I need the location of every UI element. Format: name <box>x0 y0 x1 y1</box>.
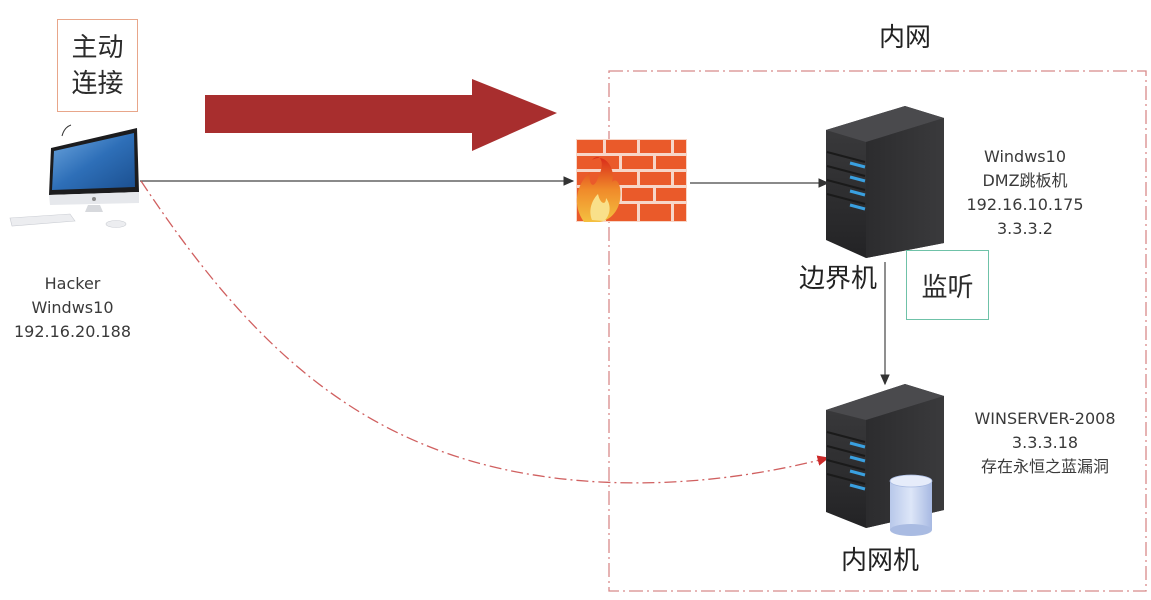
desktop-computer-icon <box>9 124 139 228</box>
border-host-ip-internal: 3.3.3.2 <box>997 219 1053 238</box>
border-host-title: 边界机 <box>798 264 877 294</box>
hacker-role: Hacker <box>44 274 101 293</box>
server-tower-icon <box>826 106 944 258</box>
active-connect-box: 主动 连接 <box>57 19 138 112</box>
hacker-info: Hacker Windws10 192.16.20.188 <box>0 272 145 344</box>
internal-host-title: 内网机 <box>840 546 919 576</box>
listen-box: 监听 <box>906 250 989 320</box>
border-host-ip-external: 192.16.10.175 <box>966 195 1084 214</box>
internal-host-vuln: 存在永恒之蓝漏洞 <box>980 457 1109 476</box>
edge-hacker-internal <box>140 180 830 484</box>
border-host-role: DMZ跳板机 <box>982 171 1068 190</box>
big-red-arrow <box>205 79 557 151</box>
internal-network-region <box>608 70 1147 592</box>
firewall-icon <box>576 139 687 222</box>
internal-host-info: WINSERVER-2008 3.3.3.18 存在永恒之蓝漏洞 <box>955 407 1135 479</box>
internal-host-ip: 3.3.3.18 <box>1011 433 1079 452</box>
border-host-info: Windws10 DMZ跳板机 192.16.10.175 3.3.3.2 <box>950 145 1100 241</box>
active-connect-line-1: 主动 <box>71 32 124 63</box>
internal-host-os: WINSERVER-2008 <box>974 409 1116 428</box>
border-host-os: Windws10 <box>984 147 1066 166</box>
active-connect-line-2: 连接 <box>71 68 124 99</box>
hacker-ip: 192.16.20.188 <box>13 322 132 341</box>
listen-label: 监听 <box>921 272 974 303</box>
region-title: 内网 <box>878 23 931 53</box>
server-database-icon <box>826 384 944 536</box>
hacker-os: Windws10 <box>31 298 114 317</box>
